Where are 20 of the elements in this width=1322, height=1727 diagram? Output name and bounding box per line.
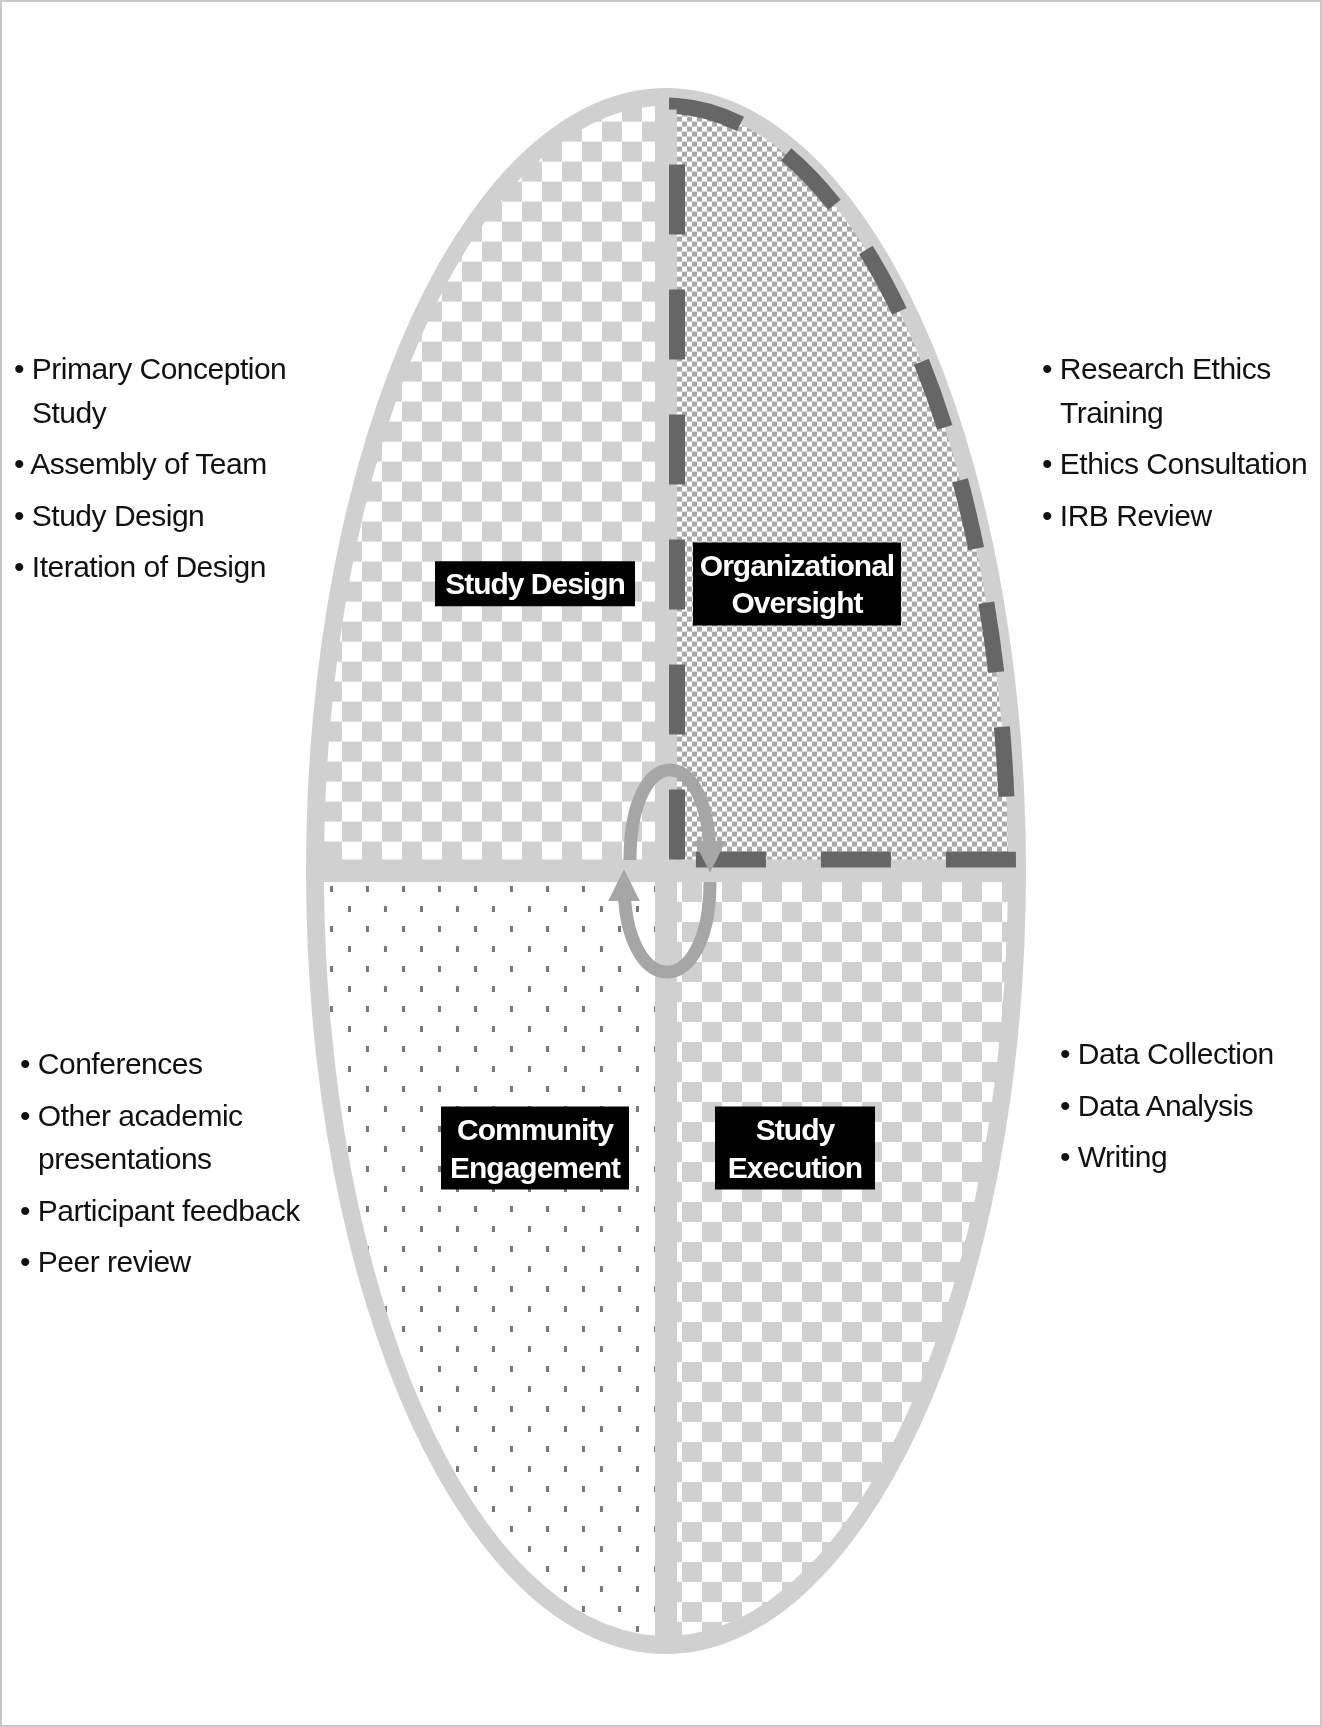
bullet-item: • Peer review <box>20 1244 192 1280</box>
bullet-item: • Data Collection <box>1060 1036 1275 1072</box>
quadrant-label: Study Execution <box>715 1106 875 1190</box>
cycle-arrow <box>609 869 717 979</box>
bullet-item: • Iteration of Design <box>14 549 267 585</box>
quadrant-label: Study Design <box>435 561 635 607</box>
bullet-item: • Assembly of Team <box>14 446 268 482</box>
bullet-item: • Participant feedback <box>20 1192 301 1229</box>
quadrant-label: Organizational Oversight <box>693 542 901 626</box>
bullet-item: • Research Ethics Training <box>1042 351 1272 431</box>
bullet-item: • Ethics Consultation <box>1042 446 1309 482</box>
bullet-item: • Study Design <box>14 497 206 534</box>
bullet-item: • Writing <box>1060 1139 1169 1175</box>
quadrant-label: Community Engagement <box>441 1106 629 1190</box>
cycle-arrow <box>623 763 725 873</box>
bullet-item: • Data Analysis <box>1060 1087 1255 1124</box>
bullet-item: • IRB Review <box>1042 497 1213 534</box>
bullet-item: • Conferences <box>20 1046 204 1082</box>
bullet-item: • Primary Conception Study <box>14 351 288 431</box>
bullet-item: • Other academic presentations <box>20 1097 244 1177</box>
